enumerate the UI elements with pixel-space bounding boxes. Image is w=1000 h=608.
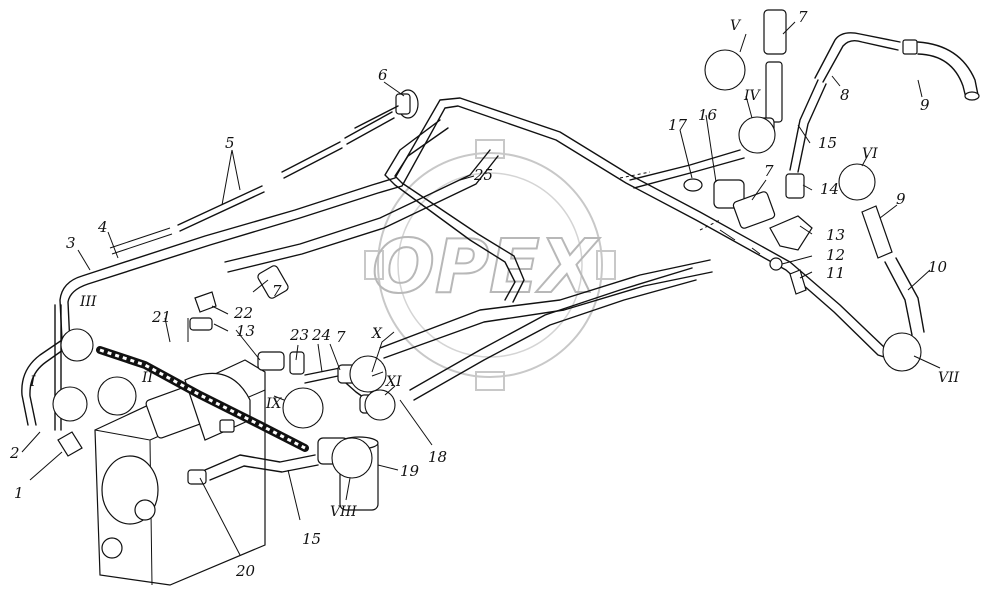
label-14: 14 [820,180,839,198]
roman-II: II [141,370,154,386]
label-17: 17 [668,116,688,134]
watermark: OPEX [364,139,616,391]
label-7-left: 7 [272,282,282,300]
label-12: 12 [826,246,845,264]
label-10: 10 [928,258,948,276]
label-13-right: 13 [826,226,845,244]
roman-IV: IV [743,88,762,104]
label-25: 25 [473,166,493,184]
label-23: 23 [289,326,309,344]
roman-XI: XI [385,374,402,390]
leader-lines [21,21,941,556]
part-6-fitting [354,89,419,129]
label-21: 21 [151,308,171,326]
label-13-left: 13 [236,322,255,340]
roman-VI: VI [862,146,878,162]
label-18: 18 [428,448,447,466]
hose-15-lower [204,454,319,481]
roman-I: I [29,374,36,390]
label-7-center: 7 [336,328,346,346]
roman-IX: IX [265,396,283,412]
label-5: 5 [225,134,235,152]
label-1: 1 [14,484,24,502]
pipe-25 [224,119,525,303]
label-8: 8 [840,86,850,104]
long-pipes-lower [379,149,745,401]
roman-labels: I II III IV V VI VII VIII IX X XI [29,18,960,520]
hose-9-10 [861,205,925,336]
label-20: 20 [235,562,256,580]
roman-VIII: VIII [330,504,357,520]
label-7-mid: 7 [764,162,774,180]
label-22: 22 [233,304,253,322]
label-15-bottom: 15 [302,530,321,548]
label-2: 2 [9,444,20,462]
label-6: 6 [378,66,388,84]
roman-VII: VII [938,370,960,386]
tube-5-segments [109,111,395,255]
roman-V: V [730,18,742,34]
label-15-right: 15 [818,134,837,152]
hose-21 [96,346,309,452]
dashed-lines [619,171,761,255]
number-labels: 1 2 3 4 5 6 7 7 7 7 8 9 9 10 11 12 13 13… [9,8,948,580]
roman-III: III [79,294,97,310]
label-11: 11 [826,264,845,282]
label-24: 24 [311,326,331,344]
label-19: 19 [400,462,420,480]
callout-circles [52,49,922,479]
label-16: 16 [698,106,718,124]
label-9-right: 9 [896,190,906,208]
label-4: 4 [97,218,108,236]
label-7-top: 7 [798,8,808,26]
label-9-top: 9 [920,96,930,114]
watermark-text: OPEX [372,224,601,310]
roman-X: X [371,326,383,342]
label-3: 3 [66,234,76,252]
